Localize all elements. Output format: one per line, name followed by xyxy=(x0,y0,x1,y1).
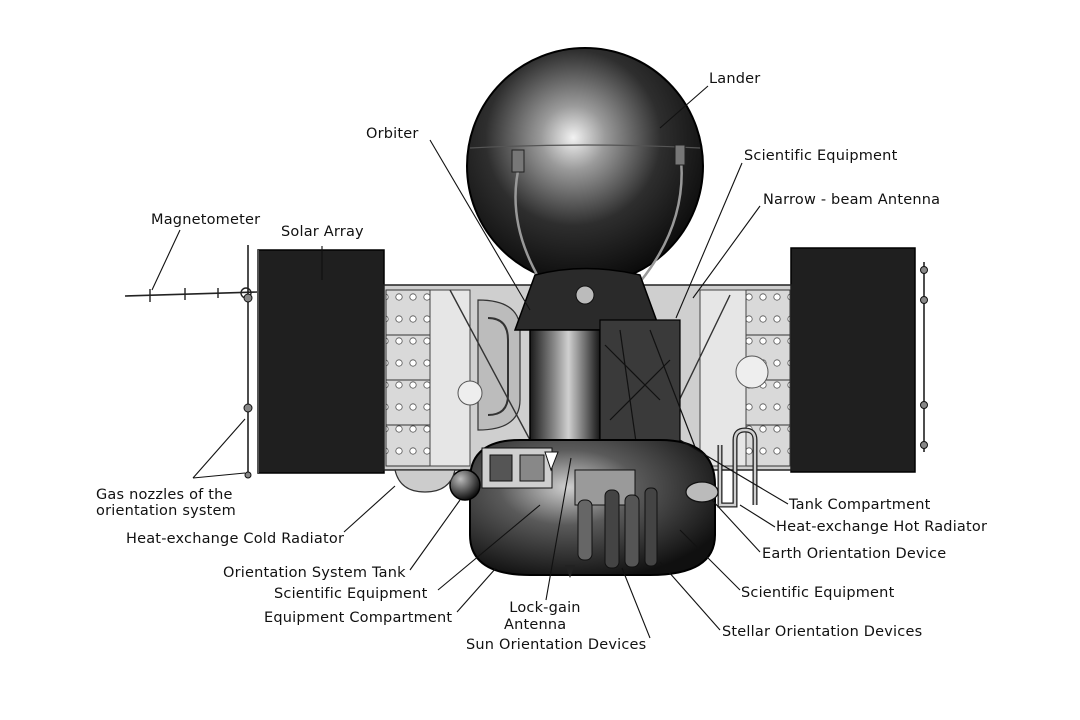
label-equipment-compartment: Equipment Compartment xyxy=(264,610,453,626)
label-scientific-equipment-right: Scientific Equipment xyxy=(741,585,895,601)
label-solar-array: Solar Array xyxy=(281,224,364,240)
label-lock-gain-antenna-line2: Antenna xyxy=(504,617,567,633)
magnetometer-boom xyxy=(124,287,259,302)
label-lock-gain-antenna-line1: Lock-gain xyxy=(509,600,581,616)
lander-sphere xyxy=(466,47,704,285)
label-stellar-orientation-devices: Stellar Orientation Devices xyxy=(722,624,923,640)
label-lander: Lander xyxy=(709,71,761,87)
label-earth-orientation-device: Earth Orientation Device xyxy=(762,546,947,562)
orientation-system-tank xyxy=(449,469,481,501)
label-sun-orientation-devices: Sun Orientation Devices xyxy=(466,637,647,653)
right-solar-array xyxy=(790,247,928,473)
label-heat-exchange-cold-radiator: Heat-exchange Cold Radiator xyxy=(126,531,345,547)
left-solar-array xyxy=(243,245,385,479)
label-orbiter: Orbiter xyxy=(366,126,419,142)
label-orientation-system-tank: Orientation System Tank xyxy=(223,565,406,581)
label-magnetometer: Magnetometer xyxy=(151,212,261,228)
leader-lines xyxy=(151,85,789,639)
label-heat-exchange-hot-radiator: Heat-exchange Hot Radiator xyxy=(776,519,988,535)
label-narrow-beam-antenna: Narrow - beam Antenna xyxy=(763,192,941,208)
label-scientific-equipment-left: Scientific Equipment xyxy=(274,586,428,602)
label-scientific-equipment-top: Scientific Equipment xyxy=(744,148,898,164)
cold-radiator xyxy=(394,469,456,493)
adapter-fitting xyxy=(575,285,595,305)
label-tank-compartment: Tank Compartment xyxy=(789,497,931,513)
equipment-compartment xyxy=(469,439,716,578)
label-gas-nozzles-line2: orientation system xyxy=(96,503,236,519)
hot-radiator xyxy=(685,427,758,508)
label-gas-nozzles-line1: Gas nozzles of the xyxy=(96,487,233,503)
wiring-lines xyxy=(604,329,701,471)
